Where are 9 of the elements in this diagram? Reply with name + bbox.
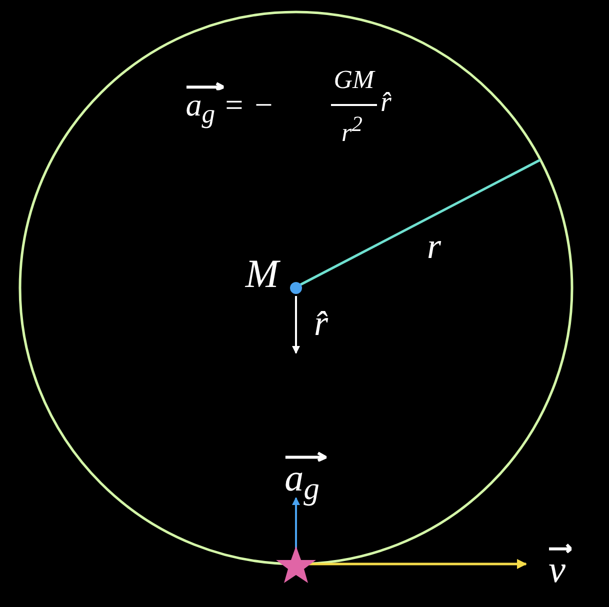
formula-text: GM: [334, 67, 374, 93]
formula-text: r$^{2}$: [342, 114, 362, 146]
variable-label: M: [245, 254, 279, 294]
variable-label: v: [548, 543, 566, 589]
formula-text: r̂: [380, 89, 392, 117]
variable-label: a$_{g}$: [284, 452, 320, 504]
formula-text: a$_{g}$ = −: [186, 82, 274, 128]
variable-label: r: [427, 228, 441, 264]
variable-label: r̂: [314, 305, 328, 341]
